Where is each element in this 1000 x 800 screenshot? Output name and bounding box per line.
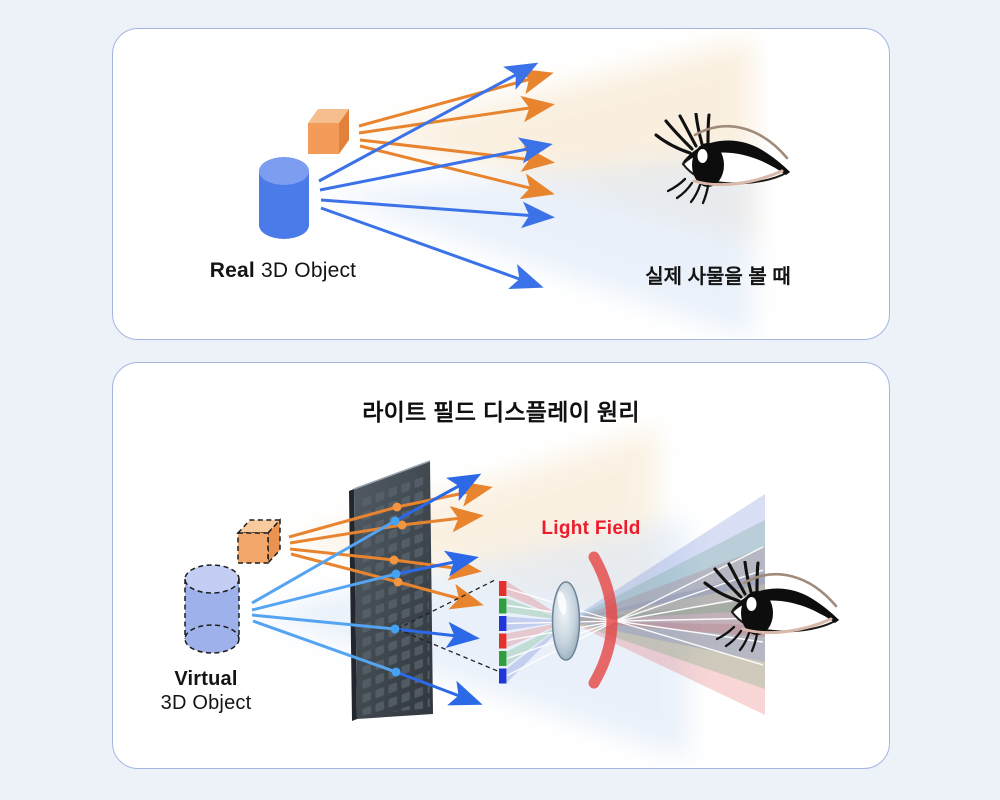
real-object-label-rest: 3D Object	[261, 259, 357, 282]
display-panel	[349, 460, 433, 721]
real-object-label: Real 3D Object	[198, 259, 368, 283]
wavefront-arc	[588, 551, 618, 689]
pixel-grid	[359, 474, 430, 715]
light-field-diagram	[184, 428, 841, 758]
virtual-cube	[236, 518, 282, 565]
real-object-panel: Real 3D Object 실제 사물을 볼 때	[112, 28, 890, 340]
real-cylinder	[259, 157, 309, 239]
panel-title: 라이트 필드 디스플레이 원리	[362, 399, 640, 425]
blue-glow	[323, 154, 753, 338]
virtual-object-label-bold: Virtual	[174, 668, 238, 690]
blue-outgoing-rays	[394, 473, 483, 706]
light-glow-wedges	[323, 39, 753, 338]
real-cube	[308, 109, 349, 154]
light-field-label: Light Field	[541, 518, 641, 539]
virtual-object-label-rest: 3D Object	[160, 692, 252, 714]
white-ray-lines	[506, 546, 764, 677]
virtual-object-label: Virtual 3D Object	[131, 667, 281, 715]
real-object-label-bold: Real	[209, 259, 255, 282]
magnify-dashed-lines	[396, 578, 501, 673]
lens-icon	[551, 581, 581, 661]
real-object-diagram	[259, 39, 792, 338]
light-field-panel: 라이트 필드 디스플레이 원리	[112, 362, 890, 769]
blue-incoming-rays	[251, 519, 397, 674]
blue-light-rays	[318, 62, 555, 289]
virtual-cylinder	[184, 564, 240, 654]
rgb-subpixel-strip	[499, 581, 507, 684]
ray-dots	[389, 502, 407, 677]
real-view-caption: 실제 사물을 볼 때	[645, 266, 791, 288]
